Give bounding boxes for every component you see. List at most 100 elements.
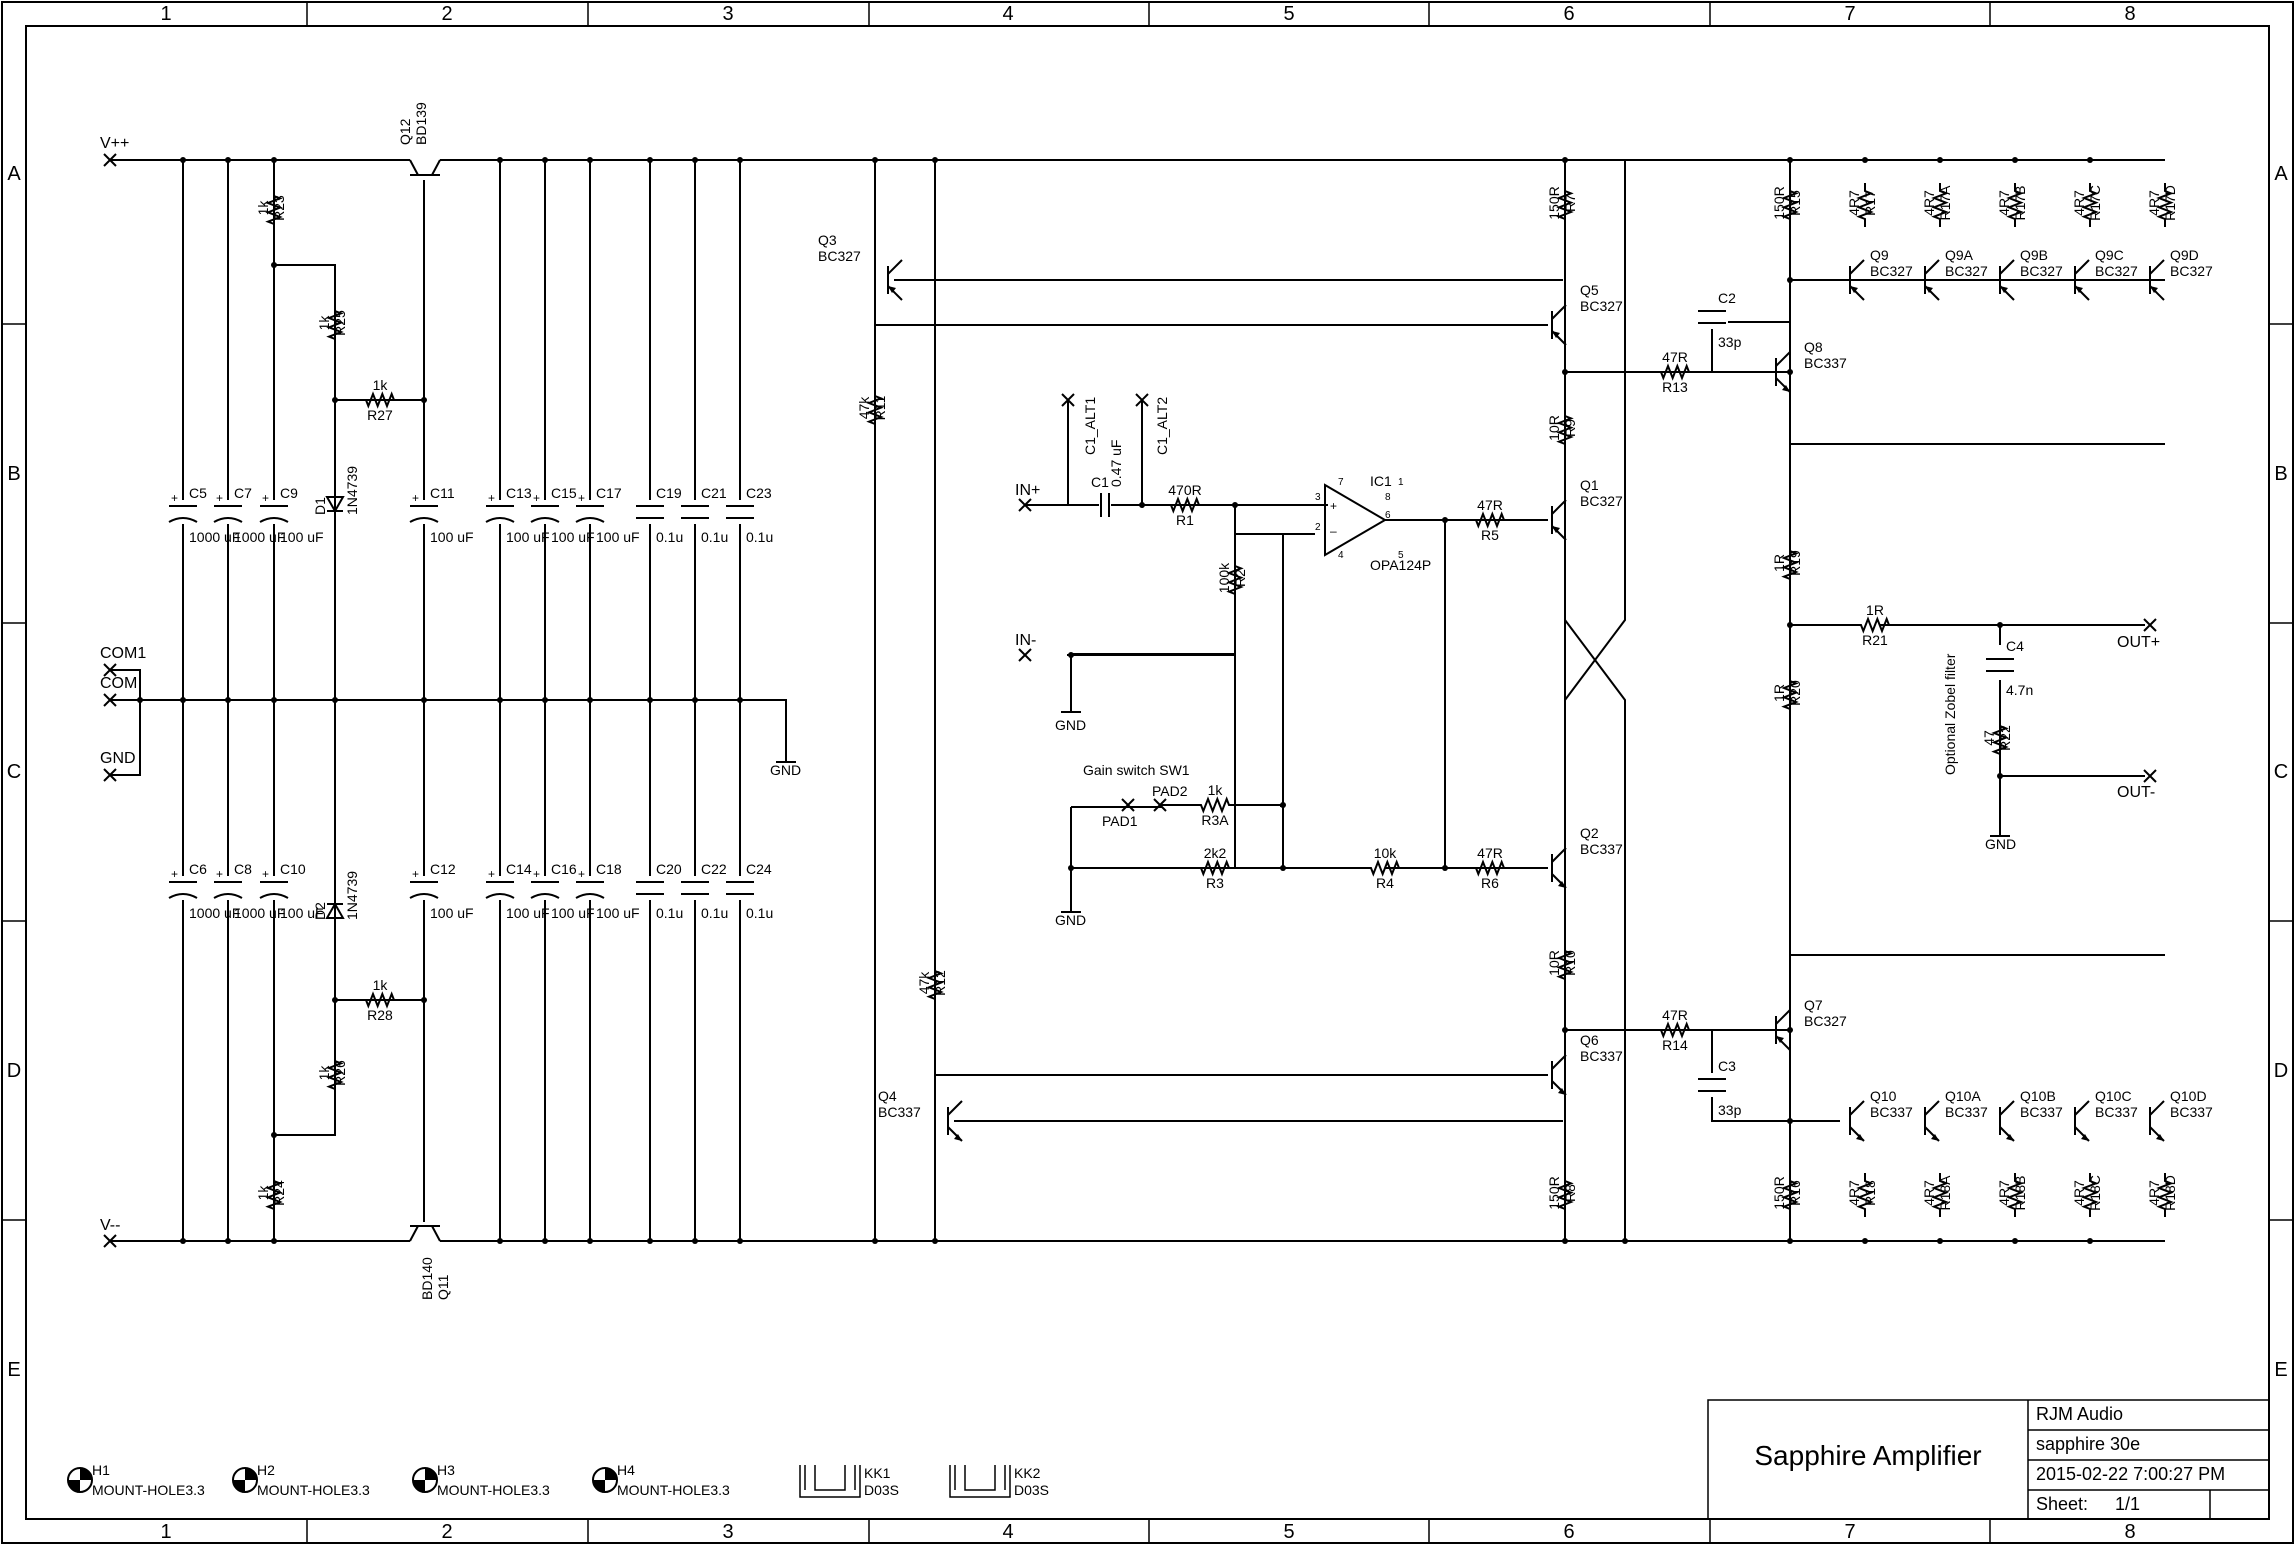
c20-value: 0.1u — [656, 905, 683, 921]
frame-col-6-top: 6 — [1563, 3, 1574, 25]
frame-col-4-bottom: 4 — [1002, 1521, 1013, 1543]
c15-plus: + — [533, 491, 540, 505]
r13-value: 47R — [1662, 349, 1688, 365]
r18d-value: 4R7 — [2146, 1180, 2162, 1206]
junction-dot — [225, 1238, 231, 1244]
junction-dot — [692, 1238, 698, 1244]
junction-dot — [332, 397, 338, 403]
junction-dot — [2087, 157, 2093, 163]
c19-value: 0.1u — [656, 529, 683, 545]
net-terminal — [103, 663, 117, 677]
c22-value: 0.1u — [701, 905, 728, 921]
junction-dot — [692, 157, 698, 163]
c19-ref: C19 — [656, 485, 682, 501]
c19-capacitor: C19 0.1u — [634, 485, 683, 545]
r17a-ref: R17A — [1937, 185, 1953, 221]
frame-row-e-right: E — [2274, 1359, 2287, 1381]
q10c-value: BC337 — [2095, 1104, 2138, 1120]
c20-capacitor: C20 0.1u — [634, 861, 683, 921]
r17c-ref: R17C — [2087, 185, 2103, 221]
net-vpp: V++ — [100, 135, 129, 152]
junction-dot — [1862, 157, 1868, 163]
r24-value: 1k — [255, 1185, 271, 1201]
r1-ref: R1 — [1176, 512, 1194, 528]
junction-dot — [1787, 1118, 1793, 1124]
r17b-value: 4R7 — [1996, 190, 2012, 216]
q5-ref: Q5 — [1580, 282, 1599, 298]
net-terminal — [103, 693, 117, 707]
frame-row-a-left: A — [7, 163, 21, 185]
r3-value: 2k2 — [1204, 845, 1227, 861]
r20-value: 1R — [1771, 684, 1787, 702]
frame-col-1-bottom: 1 — [160, 1521, 171, 1543]
c9-value: 100 uF — [280, 529, 324, 545]
r16-ref: R16 — [1787, 1180, 1803, 1206]
frame-row-a-right: A — [2274, 163, 2288, 185]
frame-col-5-bottom: 5 — [1283, 1521, 1294, 1543]
ic1-minus: – — [1330, 524, 1337, 538]
c8-value: 1000 uF — [234, 905, 285, 921]
r9-value: 10R — [1546, 415, 1562, 441]
r22-ref: R22 — [1997, 725, 2013, 751]
r26-value: 1k — [316, 1065, 332, 1081]
junction-dot — [647, 697, 653, 703]
junction-dot — [1787, 369, 1793, 375]
r17-ref: R17 — [1862, 190, 1878, 216]
r3a-value: 1k — [1208, 782, 1224, 798]
kk2-ref: KK2 — [1014, 1465, 1041, 1481]
r23-value: 1k — [255, 200, 271, 216]
c10-ref: C10 — [280, 861, 306, 877]
q4-ref: Q4 — [878, 1088, 897, 1104]
frame-col-8-top: 8 — [2124, 3, 2135, 25]
q9d-value: BC327 — [2170, 263, 2213, 279]
frame-col-3-bottom: 3 — [722, 1521, 733, 1543]
hardware-items: H1MOUNT-HOLE3.3H2MOUNT-HOLE3.3H3MOUNT-HO… — [67, 1462, 1049, 1498]
junction-dot — [932, 1238, 938, 1244]
junction-dot — [737, 697, 743, 703]
c9-ref: C9 — [280, 485, 298, 501]
c20-ref: C20 — [656, 861, 682, 877]
r13-ref: R13 — [1662, 379, 1688, 395]
c24-value: 0.1u — [746, 905, 773, 921]
junction-dot — [1997, 773, 2003, 779]
frame-col-5-top: 5 — [1283, 3, 1294, 25]
frame-col-2-top: 2 — [441, 3, 452, 25]
net-out-plus: OUT+ — [2117, 634, 2160, 651]
c8-ref: C8 — [234, 861, 252, 877]
q9a-ref: Q9A — [1945, 247, 1974, 263]
frame-col-6-bottom: 6 — [1563, 1521, 1574, 1543]
q10b-value: BC337 — [2020, 1104, 2063, 1120]
c1-ref: C1 — [1091, 474, 1109, 490]
r2-value: 100k — [1216, 562, 1232, 593]
q6-value: BC337 — [1580, 1048, 1623, 1064]
q10a-ref: Q10A — [1945, 1088, 1981, 1104]
frame-col-4-top: 4 — [1002, 3, 1013, 25]
c18-plus: + — [578, 867, 585, 881]
ic1-pin-4: 4 — [1338, 550, 1344, 561]
junction-dot — [737, 1238, 743, 1244]
junction-dot — [542, 157, 548, 163]
